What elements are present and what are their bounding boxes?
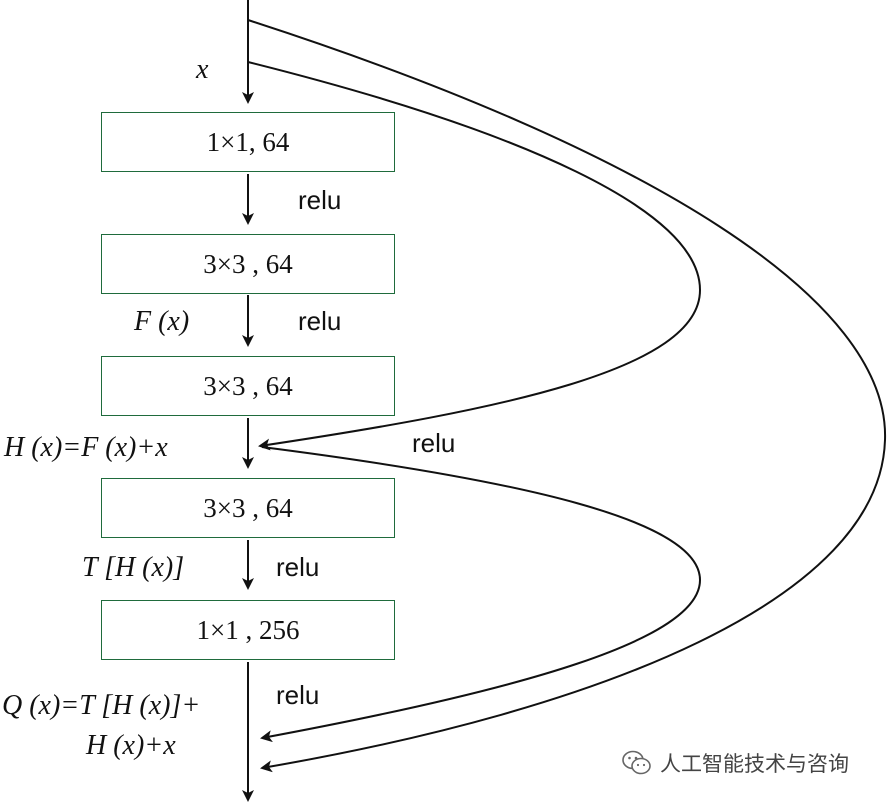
watermark-text: 人工智能技术与咨询	[660, 752, 849, 776]
wechat-icon	[622, 750, 651, 775]
conv-block-2: 3×3 , 64	[101, 234, 395, 294]
formula-t-h: T [H (x)]	[82, 552, 185, 583]
relu-label-5: relu	[276, 680, 320, 710]
conv-block-5: 1×1 , 256	[101, 600, 395, 660]
watermark: 人工智能技术与咨询	[622, 748, 849, 778]
skip-connection-1	[247, 61, 702, 451]
conv-block-4: 3×3 , 64	[101, 478, 395, 538]
relu-label-2: relu	[298, 306, 342, 336]
formula-q-line1: Q (x)=T [H (x)]+	[2, 690, 201, 721]
formula-f-x: F (x)	[134, 306, 190, 337]
conv-block-1: 1×1, 64	[101, 112, 395, 172]
relu-label-1: relu	[298, 185, 342, 215]
input-label: x	[196, 54, 209, 85]
relu-label-skip: relu	[412, 428, 456, 458]
skip-connection-outer	[247, 19, 887, 773]
conv-block-3: 3×3 , 64	[101, 356, 395, 416]
relu-label-4: relu	[276, 552, 320, 582]
skip-connection-2	[260, 446, 702, 743]
formula-h-x: H (x)=F (x)+x	[4, 432, 168, 463]
formula-q-line2: H (x)+x	[86, 730, 176, 761]
